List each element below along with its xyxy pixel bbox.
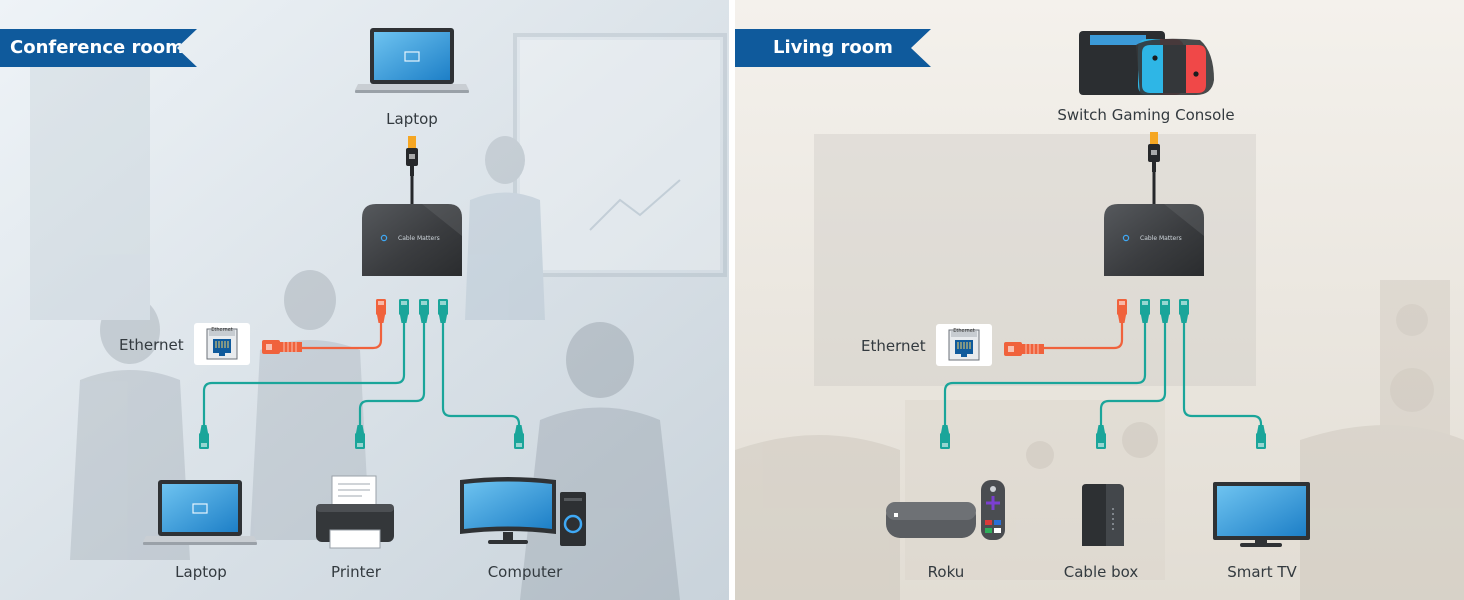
laptop-icon <box>354 27 470 94</box>
ethernet-plug-icon <box>1004 342 1044 356</box>
device-label-printer: Printer <box>331 563 381 581</box>
ethernet-cable <box>300 323 383 350</box>
device-label-computer: Computer <box>487 563 563 581</box>
conference-room-panel: Cable Matters Ethernet <box>142 27 586 549</box>
device-cable <box>202 323 406 425</box>
living-room-panel: Cable Matters Ethernet <box>886 31 1310 547</box>
port-label: Ethernet <box>211 327 233 333</box>
host-device-label: Switch Gaming Console <box>1057 106 1235 124</box>
conference-room-scene <box>30 33 727 600</box>
hub-brand-text: Cable Matters <box>1140 235 1182 242</box>
device-label-smart-tv: Smart TV <box>1227 563 1297 581</box>
conference-room-label: Conference room <box>0 29 197 67</box>
port-label: Ethernet <box>953 328 975 334</box>
tv-icon <box>1213 482 1310 547</box>
device-label-cable-box: Cable box <box>1063 563 1139 581</box>
device-cable <box>943 323 1147 425</box>
ethernet-plug-icon <box>262 340 302 354</box>
cable-box-icon <box>1082 484 1124 546</box>
device-cable <box>1182 323 1263 425</box>
device-label-laptop: Laptop <box>175 563 227 581</box>
ethernet-label: Ethernet <box>861 337 926 355</box>
desktop-computer-icon <box>460 477 586 546</box>
ethernet-cable <box>1042 323 1124 350</box>
ethernet-label: Ethernet <box>119 336 184 354</box>
game-console-icon <box>1079 31 1214 95</box>
host-device-label: Laptop <box>386 110 438 128</box>
device-label-roku: Roku <box>927 563 965 581</box>
hub-brand-text: Cable Matters <box>398 235 440 242</box>
device-cable <box>1099 323 1167 425</box>
streaming-box-icon <box>886 480 1005 540</box>
laptop-icon <box>142 479 258 546</box>
printer-icon <box>316 475 394 549</box>
device-cable <box>441 323 521 425</box>
living-room-label: Living room <box>735 29 931 67</box>
device-cable <box>358 323 426 425</box>
panel-divider <box>729 0 735 600</box>
